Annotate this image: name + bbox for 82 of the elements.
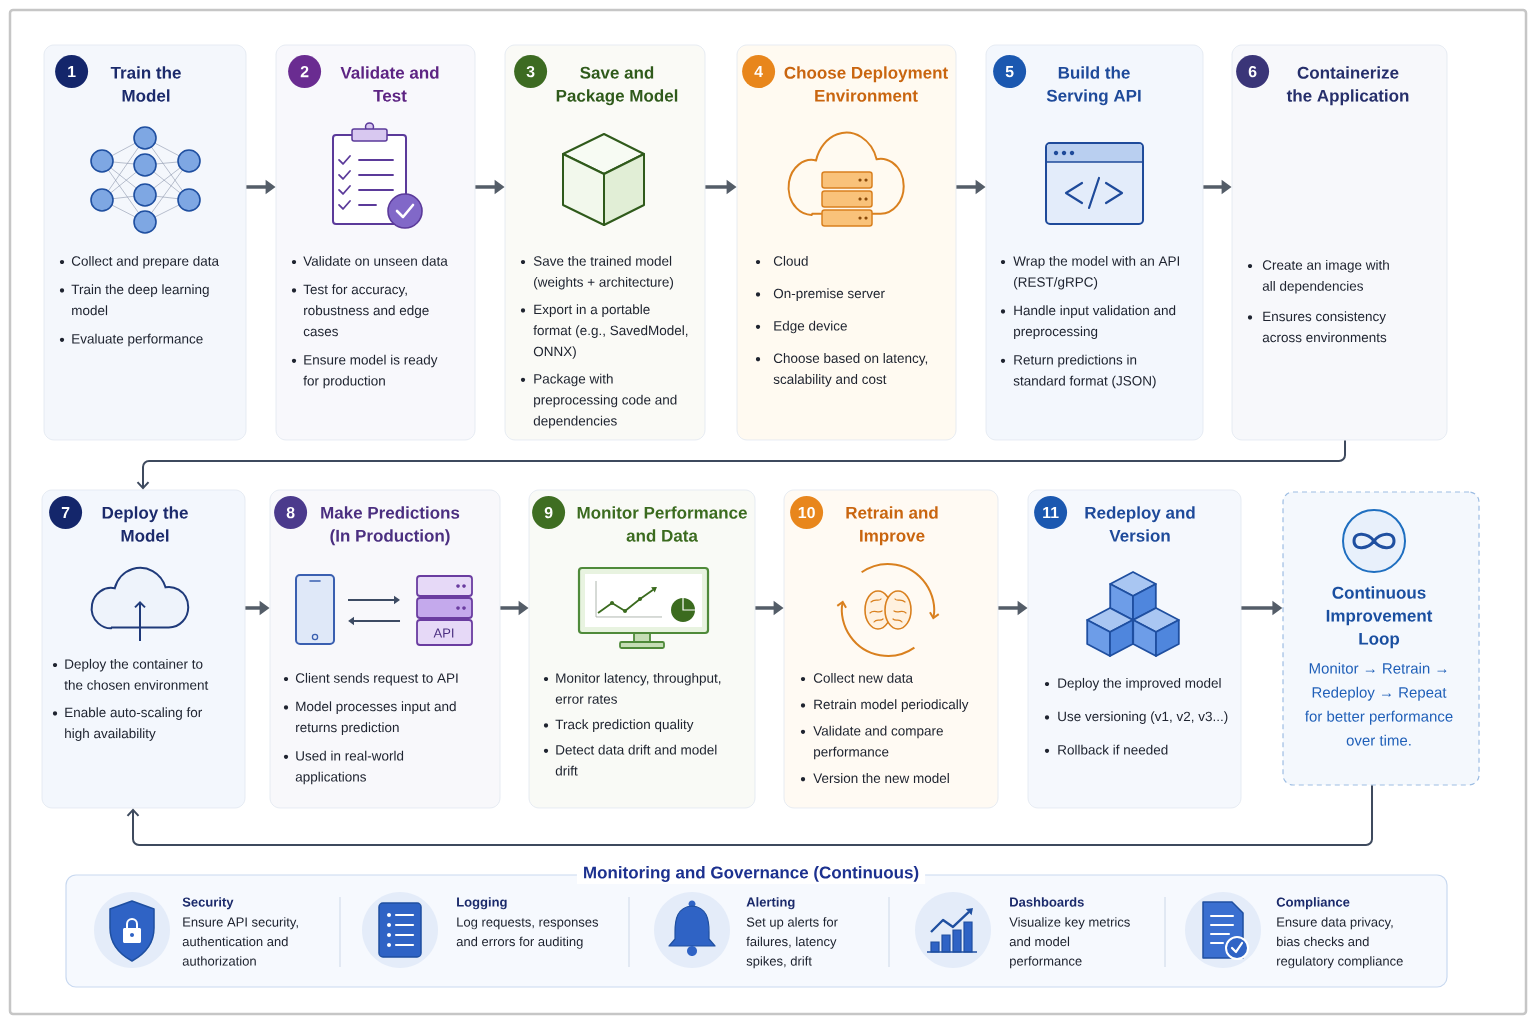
step-card bbox=[528, 489, 756, 809]
bullet-text: Collect new data bbox=[813, 672, 913, 683]
item-text: Set up alerts for failures, latency spikes, drift bbox=[746, 917, 838, 969]
number-badge: 2 bbox=[288, 55, 322, 89]
bullet-text: Cloud bbox=[773, 255, 808, 266]
item-title: Compliance bbox=[1276, 897, 1350, 910]
bullet-text: Detect data drift and model drift bbox=[555, 744, 717, 776]
item-text: Log requests, responses and errors for auditing bbox=[456, 917, 599, 949]
number-badge: 8 bbox=[274, 496, 308, 530]
number-badge: 1 bbox=[55, 55, 89, 89]
step-card bbox=[269, 489, 501, 809]
step-title: Train the Model bbox=[110, 66, 181, 102]
bullet-text: Export in a portable format (e.g., SavedModel, ONNX) bbox=[533, 304, 688, 359]
bullet-text: Validate and compare performance bbox=[813, 725, 943, 760]
bullet-text: Enable auto-scaling for high availability bbox=[65, 707, 203, 741]
step-title: Choose Deployment Environment bbox=[784, 66, 948, 102]
bullet-text: Use versioning (v1, v2, v3...) bbox=[1058, 711, 1228, 724]
number-badge: 9 bbox=[532, 496, 566, 530]
bullet-text: Ensures consistency across environments bbox=[1262, 311, 1387, 343]
loop-title: Continuous Improvement Loop bbox=[1326, 586, 1433, 649]
loop-text: Monitor → Retrain → Redeploy → Repeat for better performance over time. bbox=[1305, 662, 1453, 746]
step-title: Build the Serving API bbox=[1046, 66, 1141, 106]
panel-title: Monitoring and Governance (Continuous) bbox=[576, 864, 926, 884]
bullet-text: Handle input validation and preprocessing bbox=[1014, 305, 1176, 339]
bullet-text: Wrap the model with an API (REST/gRPC) bbox=[1013, 255, 1180, 290]
bullet-text: Validate on unseen data bbox=[303, 255, 448, 266]
step-card bbox=[985, 44, 1204, 441]
bullet-text: Create an image with all dependencies bbox=[1262, 259, 1389, 294]
step-title: Save and Package Model bbox=[556, 66, 678, 106]
number-badge: 11 bbox=[1034, 496, 1068, 530]
bullet-text: Collect and prepare data bbox=[71, 255, 220, 269]
number-badge: 3 bbox=[514, 55, 548, 89]
bullet-text: Ensure model is ready for production bbox=[303, 354, 438, 389]
step-title: Retrain and Improve bbox=[846, 506, 938, 546]
step-card bbox=[783, 489, 999, 809]
server-label: API bbox=[433, 628, 454, 638]
item-text: Ensure API security, authentication and authorization bbox=[182, 917, 298, 966]
number-badge: 10 bbox=[790, 496, 824, 530]
item-title: Logging bbox=[457, 897, 507, 910]
loop-card bbox=[1282, 491, 1480, 786]
bullet-text: Package with preprocessing code and dependencies bbox=[533, 373, 677, 429]
item-text: Ensure data privacy, bias checks and regulatory compliance bbox=[1277, 917, 1403, 969]
bullet-text: Choose based on latency, scalability and cost bbox=[773, 353, 928, 387]
item-title: Alerting bbox=[746, 897, 795, 910]
number-badge: 6 bbox=[1236, 55, 1270, 89]
step-card bbox=[1027, 489, 1242, 809]
step-card bbox=[736, 44, 957, 441]
bullet-text: Track prediction quality bbox=[555, 719, 694, 732]
number-badge: 7 bbox=[49, 496, 83, 530]
step-title: Deploy the Model bbox=[102, 506, 188, 542]
bullet-text: Monitor latency, throughput, error rates bbox=[555, 672, 721, 704]
bullet-text: Rollback if needed bbox=[1058, 744, 1168, 755]
step-card bbox=[504, 44, 706, 441]
bullet-text: Return predictions in standard format (JSON) bbox=[1013, 354, 1156, 389]
bullet-text: Save the trained model (weights + architecture) bbox=[533, 255, 673, 290]
number-badge: 5 bbox=[993, 55, 1027, 89]
bullet-text: Deploy the improved model bbox=[1058, 677, 1221, 691]
step-title: Make Predictions (In Production) bbox=[321, 506, 460, 546]
bullet-text: Evaluate performance bbox=[72, 333, 203, 347]
step-title: Containerize the Application bbox=[1286, 66, 1409, 106]
item-title: Security bbox=[182, 897, 234, 910]
step-title: Validate and Test bbox=[340, 66, 439, 102]
number-badge: 4 bbox=[742, 55, 776, 89]
bullet-text: Edge device bbox=[774, 320, 847, 334]
bullet-text: Test for accuracy, robustness and edge cases bbox=[303, 284, 429, 337]
step-card bbox=[43, 44, 247, 441]
bullet-text: Deploy the container to the chosen environment bbox=[64, 658, 209, 690]
bullet-text: On-premise server bbox=[773, 288, 885, 301]
step-title: Monitor Performance and Data bbox=[577, 506, 747, 542]
bullet-text: Model processes input and returns prediction bbox=[296, 701, 456, 735]
bullet-text: Train the deep learning model bbox=[71, 284, 209, 316]
step-card bbox=[1231, 44, 1448, 441]
step-card bbox=[41, 489, 246, 809]
bullet-text: Used in real-world applications bbox=[295, 750, 404, 785]
bullet-text: Client sends request to API bbox=[295, 672, 458, 686]
bullet-text: Version the new model bbox=[813, 773, 949, 783]
step-card bbox=[275, 44, 476, 441]
item-title: Dashboards bbox=[1010, 897, 1084, 907]
arrow bbox=[126, 784, 1373, 846]
item-text: Visualize key metrics and model performance bbox=[1009, 917, 1130, 969]
step-title: Redeploy and Version bbox=[1085, 506, 1195, 542]
bullet-text: Retrain model periodically bbox=[814, 699, 969, 712]
